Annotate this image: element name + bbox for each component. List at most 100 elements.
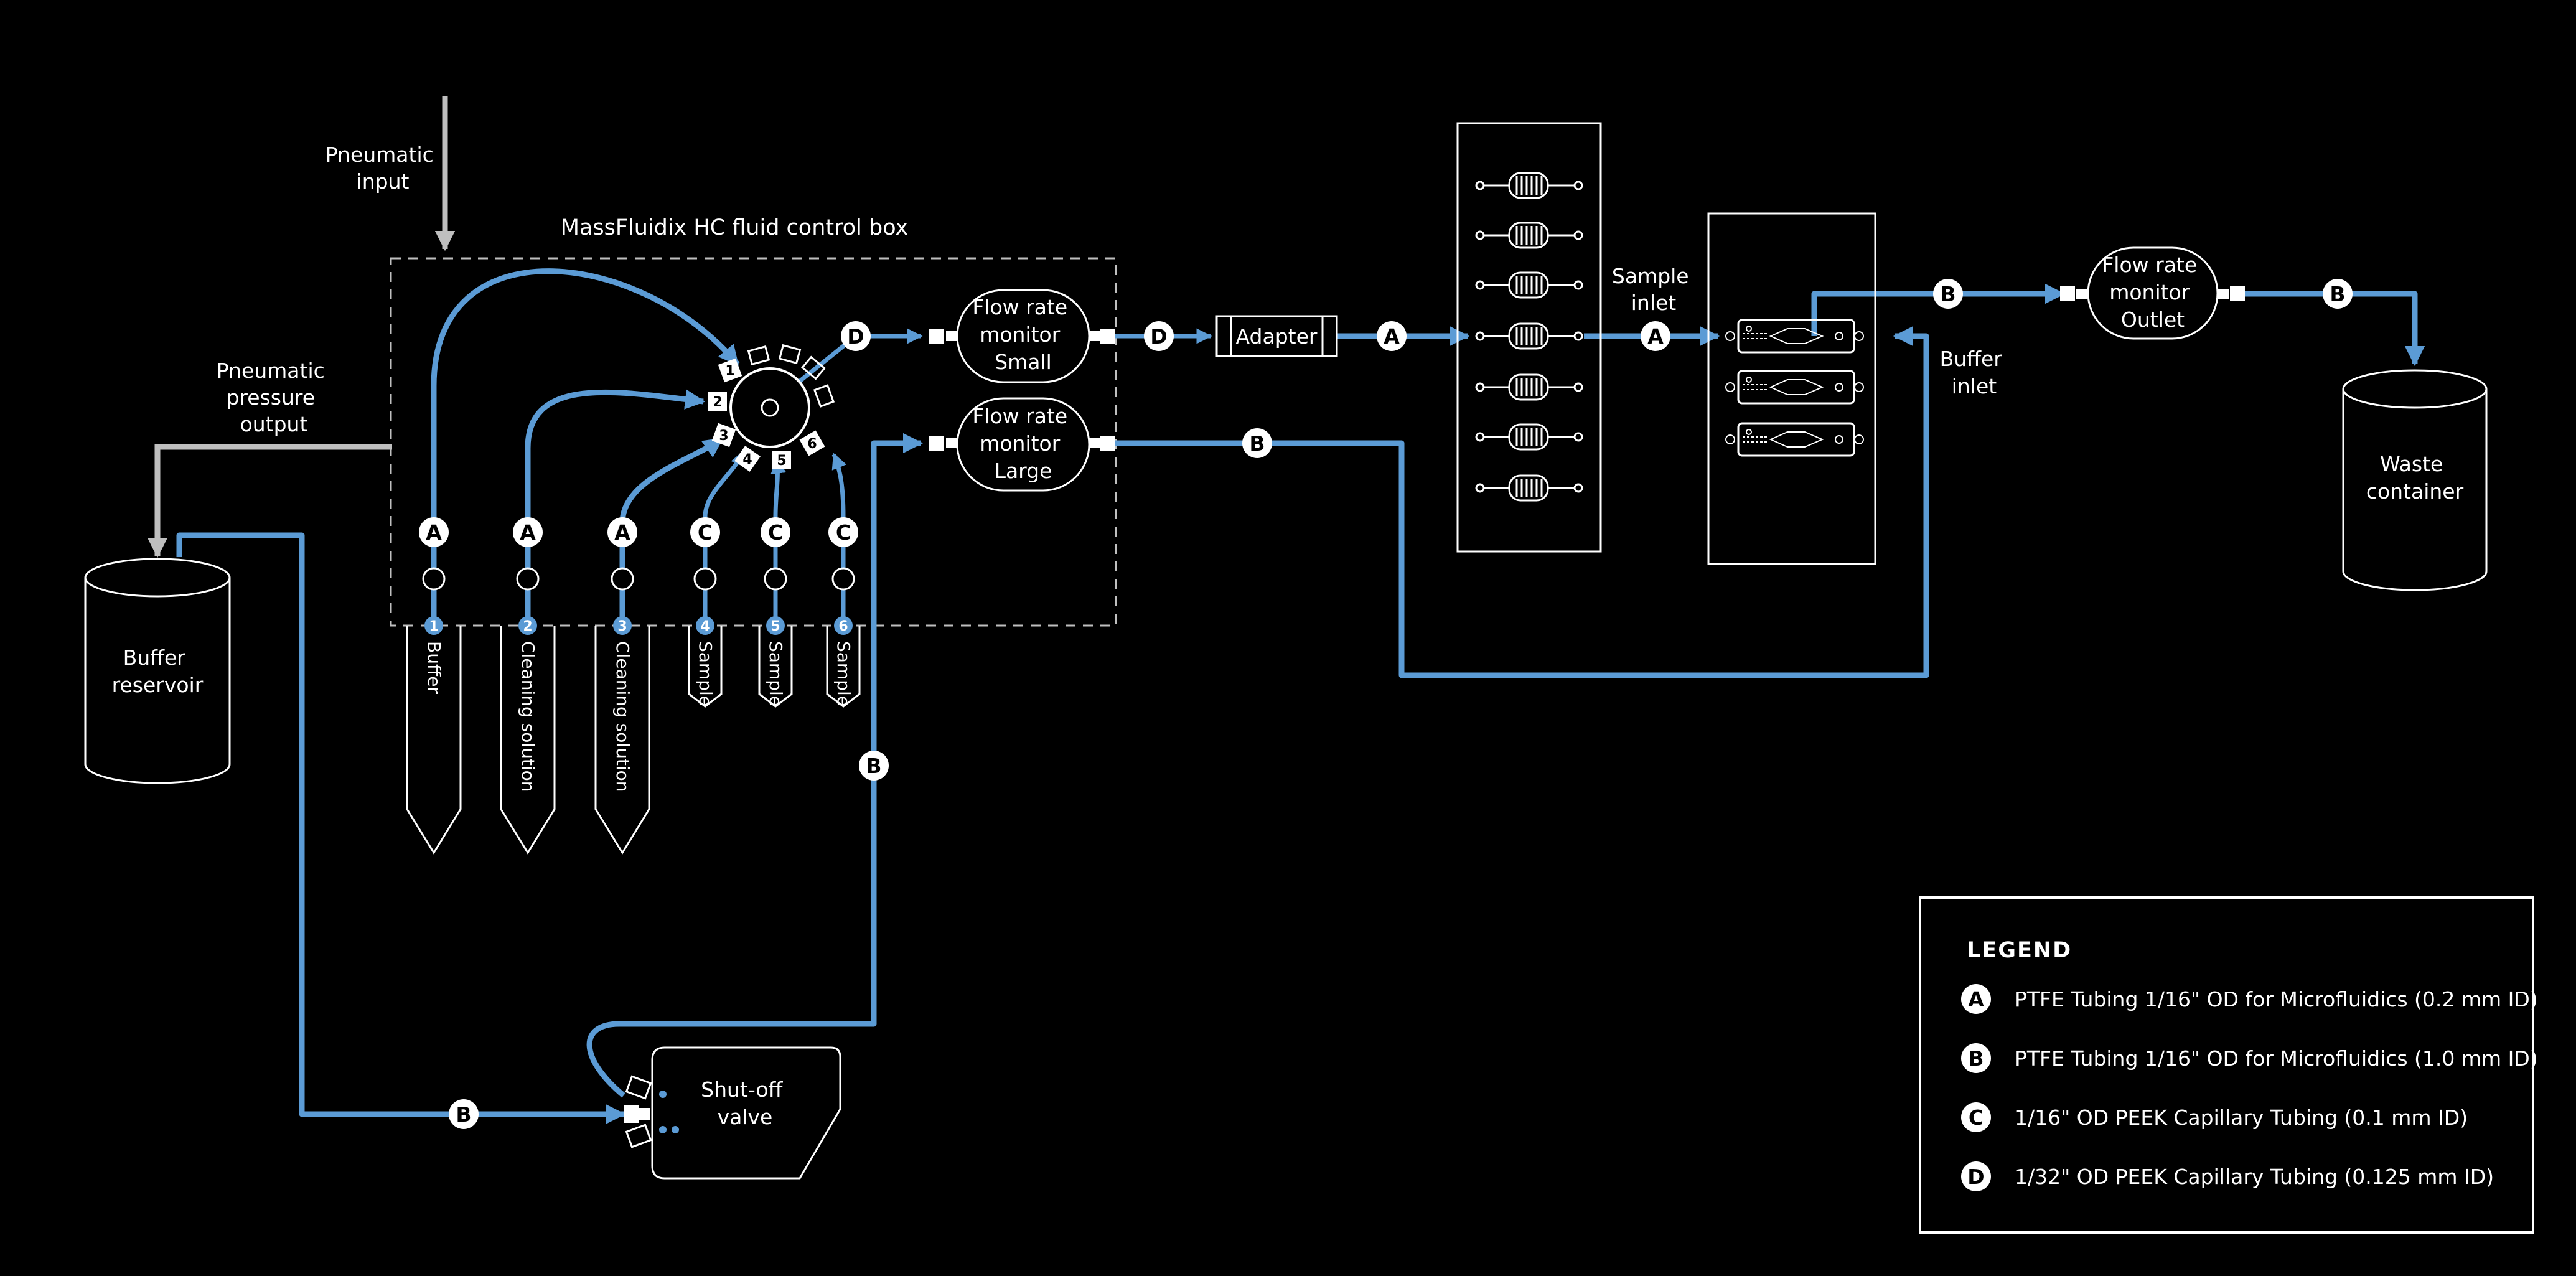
tube-valve-to-large (586, 433, 924, 1098)
waste-container: Waste container (2342, 369, 2488, 591)
tubing-badge-a: A (1377, 321, 1407, 351)
rotary-valve (729, 344, 835, 448)
bottle-port-badge: 4 (696, 616, 714, 635)
svg-text:A: A (1968, 987, 1984, 1011)
tubing-badge-d: D (1144, 321, 1174, 351)
tubing-badge-c: C (690, 517, 720, 547)
microfluidic-chip (1725, 319, 1864, 354)
buffer-inlet-label: Buffer inlet (1940, 347, 2009, 398)
svg-text:Flow rate monitor: Flow rate monitor Outlet (2102, 253, 2203, 332)
tubing-badge-b: B (449, 1099, 479, 1129)
svg-text:1: 1 (429, 619, 438, 634)
legend-key-badge: C (1961, 1102, 1991, 1132)
bottle-label: Sample (833, 641, 854, 706)
filter-array-panel (1456, 122, 1602, 553)
buffer-reservoir: Buffer reservoir (84, 558, 231, 784)
svg-text:B: B (1249, 431, 1265, 456)
tube-large-to-chip (1109, 326, 1929, 678)
sample-inlet-label: Sample inlet (1612, 264, 1695, 315)
svg-text:Adapter: Adapter (1236, 324, 1318, 349)
svg-text:B: B (2330, 282, 2345, 306)
bottle-1: 1 A Buffer (406, 517, 462, 855)
tubing-badge-b: B (1242, 428, 1272, 458)
legend-items: A PTFE Tubing 1/16" OD for Microfluidics … (1961, 984, 2538, 1191)
svg-text:4: 4 (700, 619, 710, 634)
chips (1725, 319, 1864, 457)
control-box-title: MassFluidix HC fluid control box (561, 215, 909, 240)
bottle-6: 6 C Sample (826, 517, 861, 708)
tube-chip-to-outlet (1811, 283, 2066, 336)
svg-text:C: C (768, 520, 783, 545)
legend-item-text: 1/32" OD PEEK Capillary Tubing (0.125 mm… (2015, 1165, 2494, 1189)
svg-text:6: 6 (807, 436, 817, 452)
filter-element (1475, 322, 1583, 350)
shutoff-valve: Shut-off valve (624, 1046, 841, 1180)
legend-item-a: A PTFE Tubing 1/16" OD for Microfluidics … (1961, 984, 2538, 1014)
microfluidic-chip (1725, 422, 1864, 457)
svg-text:B: B (1940, 282, 1955, 306)
bottle-5: 5 C Sample (758, 517, 793, 708)
svg-text:A: A (426, 520, 442, 545)
svg-text:6: 6 (838, 619, 848, 634)
filter-element (1475, 271, 1583, 299)
svg-text:Shut-off valve: Shut-off valve (701, 1077, 789, 1129)
svg-text:Flow rate monitor: Flow rate monitor Small (972, 295, 1074, 374)
tube-reservoir-to-valve (176, 532, 626, 1125)
tubing-badge-c: C (761, 517, 790, 547)
filter-element (1475, 373, 1583, 401)
tubing-badge-c: C (828, 517, 858, 547)
tubing-badge-b: B (859, 751, 889, 781)
filter-element (1475, 172, 1583, 199)
legend-item-text: 1/16" OD PEEK Capillary Tubing (0.1 mm I… (2015, 1105, 2468, 1130)
svg-text:B: B (1968, 1046, 1984, 1071)
tube-port6 (831, 453, 847, 622)
bottle-port-badge: 5 (766, 616, 785, 635)
svg-text:A: A (1384, 324, 1400, 349)
tubing-badge-a: A (419, 517, 449, 547)
bottle-label: Sample (766, 641, 786, 706)
tubing-badge-a: A (513, 517, 543, 547)
bottle-4: 4 C Sample (688, 517, 723, 708)
valve-port-5: 5 (772, 451, 791, 469)
svg-text:2: 2 (713, 395, 722, 410)
legend-item-d: D 1/32" OD PEEK Capillary Tubing (0.125 m… (1961, 1161, 2494, 1191)
tube-outlet-to-waste (2237, 291, 2425, 367)
valve-port-6: 6 (799, 430, 825, 456)
chip-panel (1707, 212, 1876, 565)
svg-text:4: 4 (742, 452, 752, 467)
tube-port2 (525, 389, 706, 622)
tubing-badge-a: A (607, 517, 637, 547)
bottle-label: Cleaning solution (612, 641, 633, 792)
svg-text:A: A (614, 520, 630, 545)
filter-element (1475, 423, 1583, 451)
bottle-port-badge: 6 (834, 616, 853, 635)
tubing-badge-a: A (1641, 321, 1670, 351)
svg-text:1: 1 (725, 364, 734, 379)
svg-text:5: 5 (770, 619, 780, 634)
legend-item-text: PTFE Tubing 1/16" OD for Microfluidics (… (2015, 987, 2538, 1011)
legend-item-text: PTFE Tubing 1/16" OD for Microfluidics (… (2015, 1046, 2538, 1071)
legend-title: LEGEND (1967, 938, 2072, 963)
bottle-port-badge: 2 (518, 616, 537, 635)
pneumatic-pressure-output-label: Pneumatic pressure output (217, 359, 332, 436)
svg-text:3: 3 (719, 428, 728, 444)
legend-key-badge: A (1961, 984, 1991, 1014)
bottle-port-badge: 3 (613, 616, 632, 635)
svg-text:B: B (456, 1102, 471, 1127)
svg-text:C: C (1969, 1105, 1984, 1130)
adapter: Adapter (1215, 315, 1338, 357)
flow-monitor-large: Flow rate monitor Large (929, 397, 1115, 492)
svg-text:5: 5 (777, 453, 786, 469)
svg-text:Flow rate monitor: Flow rate monitor Large (972, 404, 1074, 483)
bottle-port-badge: 1 (424, 616, 443, 635)
filter-element (1475, 222, 1583, 249)
bottle-label: Sample (695, 641, 716, 706)
tube-port3 (619, 436, 724, 622)
bottle-3: 3 A Cleaning solution (594, 517, 650, 855)
legend-key-badge: D (1961, 1161, 1991, 1191)
bottle-label: Buffer (424, 641, 444, 694)
svg-text:Waste container: Waste container (2366, 452, 2464, 504)
